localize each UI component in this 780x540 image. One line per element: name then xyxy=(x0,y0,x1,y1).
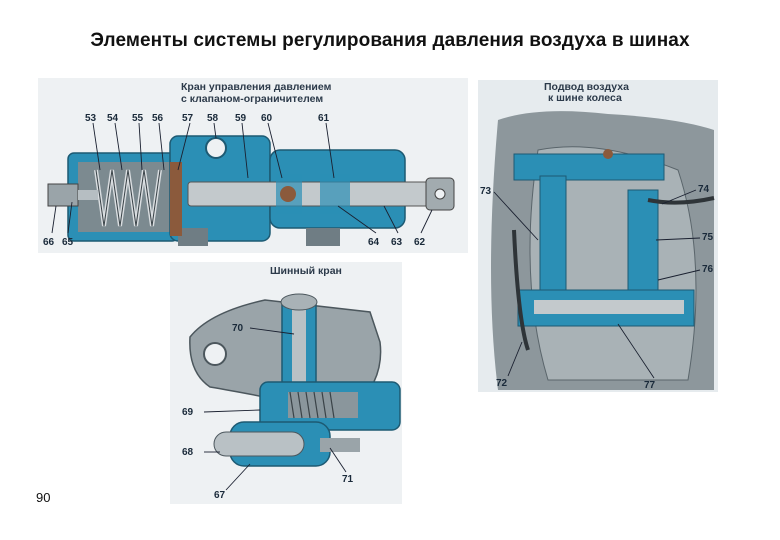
wheel-assembly xyxy=(491,111,715,390)
label-62: 62 xyxy=(414,237,426,248)
tire-valve-drawing: Шинный кран 70 69 68 67 71 xyxy=(170,262,402,504)
label-56: 56 xyxy=(152,113,164,124)
pressure-control-valve-drawing: Кран управления давлением с клапаном-огр… xyxy=(38,78,468,253)
label-61: 61 xyxy=(318,113,330,124)
valve-spring xyxy=(94,169,162,227)
label-63: 63 xyxy=(391,237,403,248)
label-73: 73 xyxy=(480,186,492,197)
label-74: 74 xyxy=(698,184,710,195)
valve-diaphragm xyxy=(170,162,182,236)
valve-caption-line1: Кран управления давлением xyxy=(181,81,332,93)
label-68: 68 xyxy=(182,447,194,458)
label-55: 55 xyxy=(132,113,144,124)
tire-valve-leader-lines xyxy=(203,327,347,491)
label-66: 66 xyxy=(43,237,55,248)
label-57: 57 xyxy=(182,113,194,124)
label-64: 64 xyxy=(368,237,380,248)
slide-title: Элементы системы регулирования давления … xyxy=(90,30,690,51)
valve-caption-line2: с клапаном-ограничителем xyxy=(181,93,323,105)
label-72: 72 xyxy=(496,378,508,389)
wheel-caption-line1: Подвод воздуха xyxy=(544,81,629,93)
label-53: 53 xyxy=(85,113,97,124)
label-70: 70 xyxy=(232,323,244,334)
wheel-caption-line2: к шине колеса xyxy=(548,92,622,104)
label-76: 76 xyxy=(702,264,714,275)
tire-valve-figure: Шинный кран 70 69 68 67 71 xyxy=(170,262,402,504)
page-number: 90 xyxy=(36,490,51,505)
wheel-air-supply-figure: Подвод воздуха к шине колеса 73 74 75 76… xyxy=(478,80,718,392)
wheel-air-supply-drawing: Подвод воздуха к шине колеса 73 74 75 76… xyxy=(478,80,718,392)
label-65: 65 xyxy=(62,237,74,248)
valve-leader-lines xyxy=(51,122,433,234)
label-67: 67 xyxy=(214,490,226,501)
wheel-leader-lines xyxy=(493,189,701,379)
label-69: 69 xyxy=(182,407,194,418)
label-77: 77 xyxy=(644,380,656,391)
label-58: 58 xyxy=(207,113,219,124)
label-54: 54 xyxy=(107,113,119,124)
label-59: 59 xyxy=(235,113,247,124)
label-60: 60 xyxy=(261,113,273,124)
pressure-control-valve-figure: Кран управления давлением с клапаном-огр… xyxy=(38,78,468,253)
tire-valve-caption: Шинный кран xyxy=(270,265,342,277)
label-71: 71 xyxy=(342,474,354,485)
valve-stem xyxy=(47,174,455,214)
tire-valve-body xyxy=(189,293,401,467)
label-75: 75 xyxy=(702,232,714,243)
